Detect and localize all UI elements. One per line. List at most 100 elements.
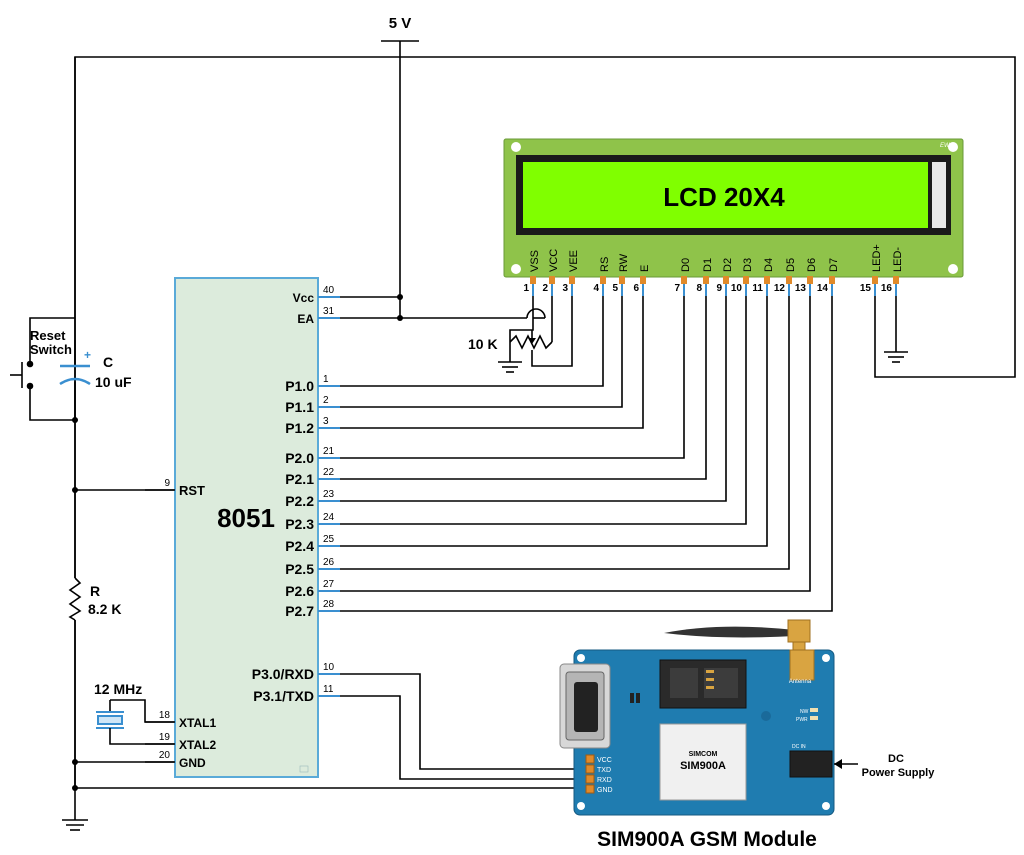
mcu-pin-number: 25 — [323, 534, 335, 545]
mcu-pin-number: 18 — [159, 710, 171, 721]
lcd-pin-pad — [530, 276, 536, 284]
lcd-pin-number: 8 — [696, 283, 702, 294]
lcd-pin-number: 5 — [612, 283, 618, 294]
lcd-pin-name: D6 — [806, 258, 818, 272]
lcd-pin-pad — [723, 276, 729, 284]
lcd-pin-name: D5 — [785, 258, 797, 272]
lcd-title: LCD 20X4 — [663, 182, 785, 212]
mcu-pin-number: 9 — [164, 478, 170, 489]
lcd-pin-pad — [619, 276, 625, 284]
mcu-pin-number: 31 — [323, 306, 335, 317]
lcd-pin-pad — [872, 276, 878, 284]
dcin-label: DC IN — [792, 744, 806, 750]
mcu-pin-number: 21 — [323, 446, 335, 457]
lcd-ground-icon — [884, 351, 908, 363]
capacitor-name: C — [103, 354, 113, 370]
lcd-screen — [523, 162, 928, 228]
mcu-pin-number: 3 — [323, 416, 329, 427]
lcd-corner-mark: EW — [940, 143, 951, 149]
capacitor-plus-sign: + — [84, 348, 91, 362]
lcd-pin-pad — [807, 276, 813, 284]
lcd-pin-pad — [764, 276, 770, 284]
lcd-pin-name: D4 — [763, 258, 775, 272]
lcd-pin-number: 3 — [562, 283, 568, 294]
lcd-pin-name: E — [639, 265, 651, 272]
gsm-pin-name: RXD — [597, 777, 612, 784]
chip-brand: SIMCOM — [689, 751, 718, 758]
mcu-pin-name: P2.1 — [285, 471, 314, 487]
reset-label-line1: Reset — [30, 328, 66, 343]
lcd-pin-pad — [681, 276, 687, 284]
antenna-icon — [664, 626, 795, 638]
gsm-pin-name: VCC — [597, 757, 612, 764]
resistor-name: R — [90, 583, 100, 599]
lcd-pin-number: 1 — [523, 283, 529, 294]
lcd-module: LCD 20X4 EW VSS1VCC2VEE3RS4RW5E6D07D18D2… — [503, 138, 964, 296]
main-ground-icon — [62, 819, 88, 831]
mcu-pin-number: 23 — [323, 489, 335, 500]
lcd-pin-name: D2 — [722, 258, 734, 272]
gsm-header-pin — [585, 774, 595, 784]
mcu-pin-number: 26 — [323, 557, 335, 568]
mcu-pin-number: 24 — [323, 512, 335, 523]
mcu-pin-name: EA — [297, 312, 314, 326]
mcu-pin-name: P2.4 — [285, 538, 314, 554]
lcd-pin-name: D7 — [828, 258, 840, 272]
lcd-pin-number: 15 — [860, 283, 872, 294]
mcu-pin-name: P1.0 — [285, 378, 314, 394]
mcu-pin-name: P1.2 — [285, 420, 314, 436]
mcu-pin-name: P2.6 — [285, 583, 314, 599]
lcd-pin-name: VEE — [568, 250, 580, 272]
mcu-pin-number: 2 — [323, 395, 329, 406]
db9-connector-icon — [559, 663, 611, 749]
mcu-pin-number: 28 — [323, 599, 335, 610]
lcd-pin-pad — [743, 276, 749, 284]
mcu-pin-name: P2.0 — [285, 450, 314, 466]
resistor-r: R 8.2 K — [66, 577, 121, 621]
gsm-header-pin — [585, 754, 595, 764]
resistor-value: 8.2 K — [88, 601, 121, 617]
mcu-pin-name: P2.7 — [285, 603, 314, 619]
mcu-name: 8051 — [217, 503, 275, 533]
lcd-pin-number: 9 — [716, 283, 722, 294]
lcd-pin-number: 4 — [593, 283, 599, 294]
mcu-pin-name: GND — [179, 756, 206, 770]
lcd-pin-number: 6 — [633, 283, 639, 294]
potentiometer: 10 K — [468, 330, 553, 373]
mcu-pin-name: P2.5 — [285, 561, 314, 577]
capacitor-value: 10 uF — [95, 374, 132, 390]
mcu-pin-name: P3.0/RXD — [252, 666, 314, 682]
mcu-pin-number: 22 — [323, 467, 335, 478]
pot-ground-icon — [498, 342, 522, 373]
mcu-pin-name: Vcc — [293, 291, 315, 305]
pot-label: 10 K — [468, 336, 498, 352]
mcu-pin-name: P1.1 — [285, 399, 314, 415]
dc-jack-icon — [789, 750, 833, 778]
mcu-pin-number: 19 — [159, 732, 171, 743]
mcu-pin-name: XTAL2 — [179, 738, 216, 752]
lcd-pin-name: D1 — [702, 258, 714, 272]
gsm-caption: SIM900A GSM Module — [597, 828, 817, 851]
gsm-chip — [659, 723, 747, 801]
mcu-pin-number: 27 — [323, 579, 335, 590]
gsm-module: Antenna SIMCOM SIM900A NW PWR DC IN — [559, 619, 835, 851]
mcu-pin-number: 1 — [323, 374, 329, 385]
lcd-pin-number: 7 — [674, 283, 680, 294]
lcd-pin-number: 16 — [881, 283, 893, 294]
antenna-label: Antenna — [789, 679, 812, 685]
lcd-pin-pad — [549, 276, 555, 284]
capacitor-icon — [59, 364, 91, 386]
sim-holder-icon — [659, 659, 747, 709]
crystal-label: 12 MHz — [94, 681, 142, 697]
lcd-pin-name: LED+ — [871, 244, 883, 272]
gsm-pin-name: GND — [597, 787, 613, 794]
gsm-header-pin — [585, 764, 595, 774]
gsm-header-pin — [585, 784, 595, 794]
pwr-led-label: PWR — [796, 717, 808, 723]
mcu-pin-name: P3.1/TXD — [253, 688, 314, 704]
reset-circuit: Reset Switch + C 10 uF — [10, 328, 132, 390]
lcd-pin-number: 11 — [752, 283, 763, 294]
